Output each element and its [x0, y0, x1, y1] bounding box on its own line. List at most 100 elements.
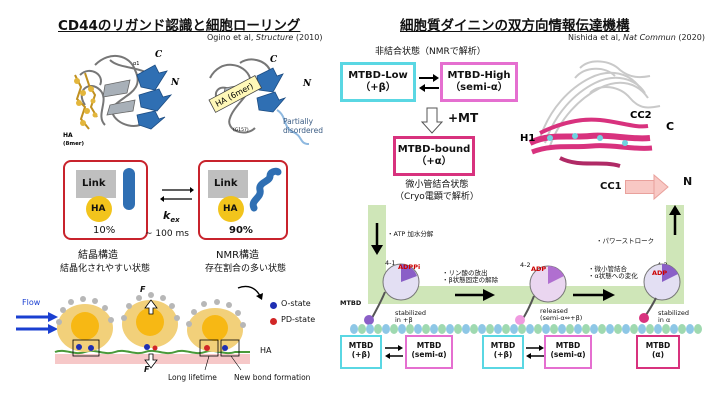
cell-3	[187, 308, 243, 352]
cd44-ha8mer-structure: HA (8mer) α1 C N	[63, 50, 180, 147]
tubulin-subunit	[646, 324, 654, 334]
tubulin-subunit	[470, 324, 478, 334]
tubulin-subunit	[638, 324, 646, 334]
struct1-ha-label: HA	[63, 132, 73, 139]
o-state-label: O-state	[281, 299, 311, 308]
struct1-c-label: C	[155, 50, 163, 60]
cc2-label: CC2	[630, 110, 652, 121]
kex-label: kex	[163, 209, 180, 225]
tubulin-subunit	[446, 324, 454, 334]
crystal-ha-circle	[86, 196, 112, 222]
cc1-arrow-body	[625, 180, 655, 194]
crystal-link-domain	[76, 170, 116, 198]
tubulin-subunit	[598, 324, 606, 334]
state1-mtbd-beta-box: MTBD (+β)	[340, 335, 382, 369]
right-citation: Nishida et al, Nat Commun (2020)	[568, 33, 705, 42]
dynein-state-4-2	[515, 265, 567, 325]
state-4-2-label: 4-2	[520, 261, 531, 269]
tubulin-subunit	[694, 324, 702, 334]
tubulin-subunit	[606, 324, 614, 334]
crystal-percent: 10%	[93, 225, 116, 236]
long-lifetime-label: Long lifetime	[168, 373, 217, 382]
power-stroke-label: ・パワーストローク	[596, 237, 655, 245]
mtbd-low-box: MTBD-Low （+β）	[340, 62, 416, 102]
atp-hydrolysis-label: ・ATP 加水分解	[387, 230, 434, 238]
h1-label: H1	[520, 133, 535, 144]
tubulin-subunit	[630, 324, 638, 334]
state3-mtbd-alpha-box: MTBD (α)	[636, 335, 680, 369]
tubulin-subunit	[526, 324, 534, 334]
pd-state-label: PD-state	[281, 315, 316, 324]
n-terminus-label: N	[683, 175, 693, 188]
tubulin-subunit	[582, 324, 590, 334]
crystal-link-label: Link	[82, 178, 106, 189]
crystal-c-terminal-helix	[123, 168, 135, 210]
tubulin-subunit	[414, 324, 422, 334]
stabilized-beta-label: stabilized in +β	[395, 309, 426, 325]
tubulin-subunit	[358, 324, 366, 334]
left-citation: Ogino et al, Structure (2010)	[207, 33, 323, 42]
released-label: released (semi-α⇔+β)	[540, 307, 583, 323]
cell-2	[122, 300, 178, 348]
ha-surface-label: HA	[260, 346, 272, 355]
force-label-top: F	[140, 285, 146, 294]
left-title: CD44のリガンド認識と細胞ローリング	[58, 18, 301, 34]
cd44-ha6mer-structure: HA (6mer) (G157) C N	[208, 55, 312, 145]
tubulin-subunit	[558, 324, 566, 334]
mtbd-bound-box: MTBD-bound （+α）	[393, 136, 475, 176]
new-bond-label: New bond formation	[234, 373, 311, 382]
tubulin-subunit	[622, 324, 630, 334]
struct1-alpha1-label: α1	[133, 61, 139, 67]
dynein-mtbd-structure: H1 CC2 C	[520, 60, 674, 168]
equilibrium-arrows	[160, 187, 194, 202]
plus-mt-label: +MT	[448, 111, 479, 125]
force-label-bottom: F	[144, 365, 150, 374]
state1-mtbd-semi-alpha-box: MTBD (semi-α)	[405, 335, 453, 369]
struct2-n-label: N	[302, 79, 312, 89]
nmr-structure-desc: 存在割合の多い状態	[205, 264, 287, 274]
tubulin-subunit	[398, 324, 406, 334]
plus-mt-arrow	[420, 107, 444, 134]
tubulin-subunit	[430, 324, 438, 334]
nmr-link-domain	[208, 170, 248, 198]
tubulin-subunit	[438, 324, 446, 334]
tubulin-subunit	[550, 324, 558, 334]
state2-mtbd-semi-alpha-box: MTBD (semi-α)	[544, 335, 592, 369]
nmr-ha-circle	[218, 196, 244, 222]
mechanochemical-cycle-path	[368, 205, 684, 304]
tubulin-subunit	[678, 324, 686, 334]
cc1-label: CC1	[600, 181, 622, 192]
tubulin-subunit	[502, 324, 510, 334]
tubulin-subunit	[518, 324, 526, 334]
unbound-state-label: 非結合状態（NMRで解析）	[375, 47, 486, 57]
mtbd-label: MTBD	[340, 299, 362, 307]
crystal-ha-label: HA	[91, 204, 106, 214]
tubulin-subunit	[614, 324, 622, 334]
mtbd-high-box: MTBD-High （semi-α）	[440, 62, 518, 102]
crystal-structure-name: 結晶構造	[78, 250, 118, 261]
tubulin-subunit	[542, 324, 550, 334]
low-high-equilibrium-arrows	[419, 74, 439, 92]
microtubule	[350, 324, 702, 334]
state-4-1-nucleotide: ADPPi	[398, 263, 421, 271]
tubulin-subunit	[574, 324, 582, 334]
tubulin-subunit	[350, 324, 358, 334]
tubulin-subunit	[662, 324, 670, 334]
struct2-g157-label: (G157)	[233, 127, 249, 133]
tubulin-subunit	[534, 324, 542, 334]
dynein-state-4-3	[639, 263, 681, 323]
tubulin-subunit	[366, 324, 374, 334]
dynein-state-4-1	[364, 263, 420, 325]
mt-binding-label: ・微小管結合 ・α状態への変化	[588, 265, 638, 281]
struct2-c-label: C	[270, 55, 278, 65]
tubulin-subunit	[478, 324, 486, 334]
crystal-structure-desc: 結晶化されやすい状態	[60, 264, 151, 274]
tubulin-subunit	[390, 324, 398, 334]
tubulin-subunit	[654, 324, 662, 334]
state2-mtbd-beta-box: MTBD (+β)	[482, 335, 524, 369]
kex-time: ~ 100 ms	[145, 229, 189, 239]
bound-state-desc: 微小管結合状態 （Cryo電顕で解析）	[395, 180, 479, 202]
nmr-disordered-tail	[249, 167, 282, 212]
state-4-3-nucleotide: ADP	[652, 269, 668, 277]
tubulin-subunit	[670, 324, 678, 334]
